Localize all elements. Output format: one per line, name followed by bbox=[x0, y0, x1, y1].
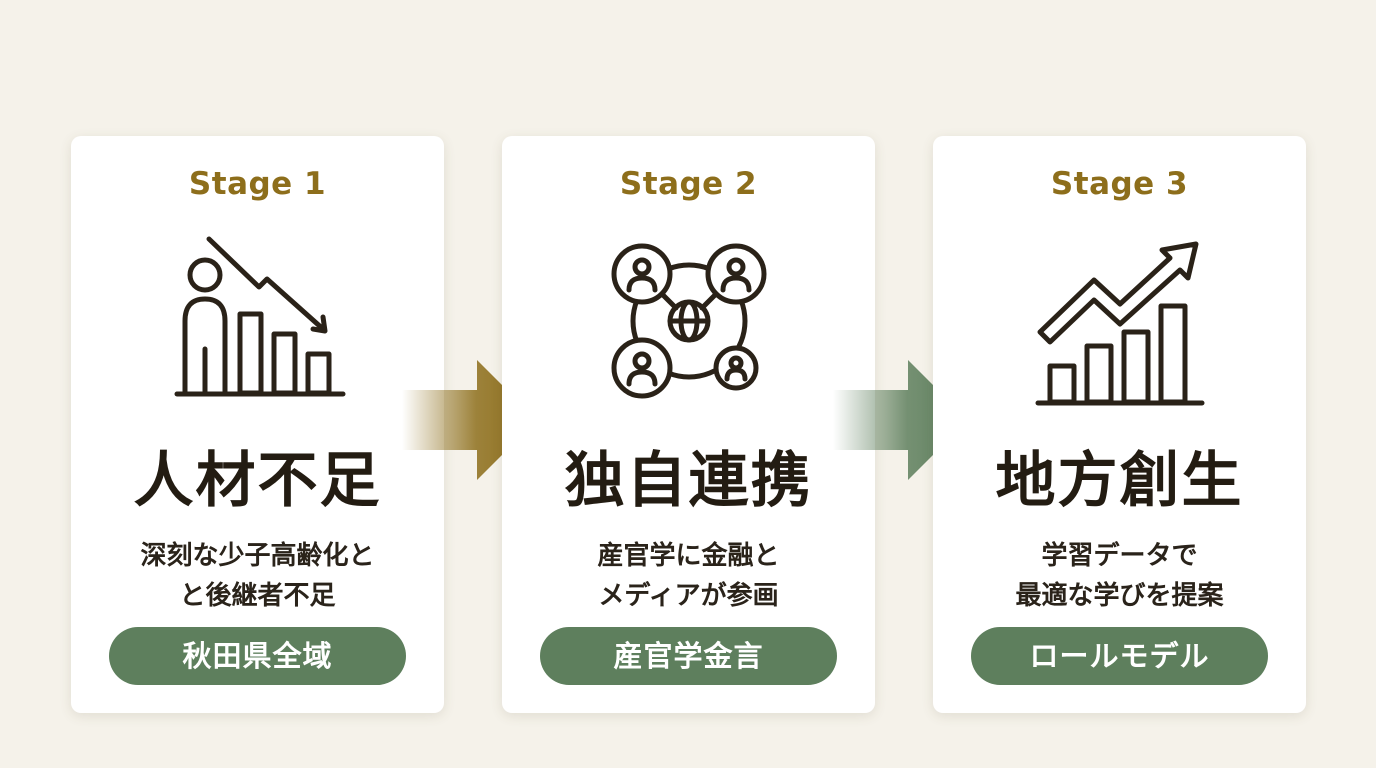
stage-card-3: Stage 3 地方創生 学習データで 最適な学びを提案 ロールモデル bbox=[933, 136, 1306, 713]
region-tag: 秋田県全域 bbox=[109, 627, 406, 685]
description-line-1: 学習データで bbox=[1041, 541, 1198, 571]
card-title: 地方創生 bbox=[995, 446, 1244, 516]
stage-label: Stage 3 bbox=[1050, 166, 1189, 202]
stage-card-2: Stage 2 bbox=[502, 136, 875, 713]
card-description: 深刻な少子高齢化と と後継者不足 bbox=[81, 536, 434, 616]
network-people-globe-icon bbox=[502, 231, 875, 411]
description-line-2: と後継者不足 bbox=[179, 581, 336, 611]
card-description: 産官学に金融と メディアが参画 bbox=[512, 536, 865, 616]
description-line-2: 最適な学びを提案 bbox=[1015, 581, 1224, 611]
card-description: 学習データで 最適な学びを提案 bbox=[943, 536, 1296, 616]
card-title: 独自連携 bbox=[564, 446, 813, 516]
description-line-2: メディアが参画 bbox=[598, 581, 779, 611]
growth-chart-arrow-icon bbox=[933, 231, 1306, 411]
population-decline-chart-icon bbox=[71, 231, 444, 411]
stage-label: Stage 2 bbox=[619, 166, 758, 202]
stage-label: Stage 1 bbox=[188, 166, 327, 202]
partnership-tag: 産官学金言 bbox=[540, 627, 837, 685]
role-model-tag: ロールモデル bbox=[971, 627, 1268, 685]
card-title: 人材不足 bbox=[133, 446, 382, 516]
description-line-1: 深刻な少子高齢化と bbox=[140, 541, 375, 571]
stage-card-1: Stage 1 人材不足 深刻な少子高齢化と と後継者不足 bbox=[71, 136, 444, 713]
description-line-1: 産官学に金融と bbox=[597, 541, 780, 571]
